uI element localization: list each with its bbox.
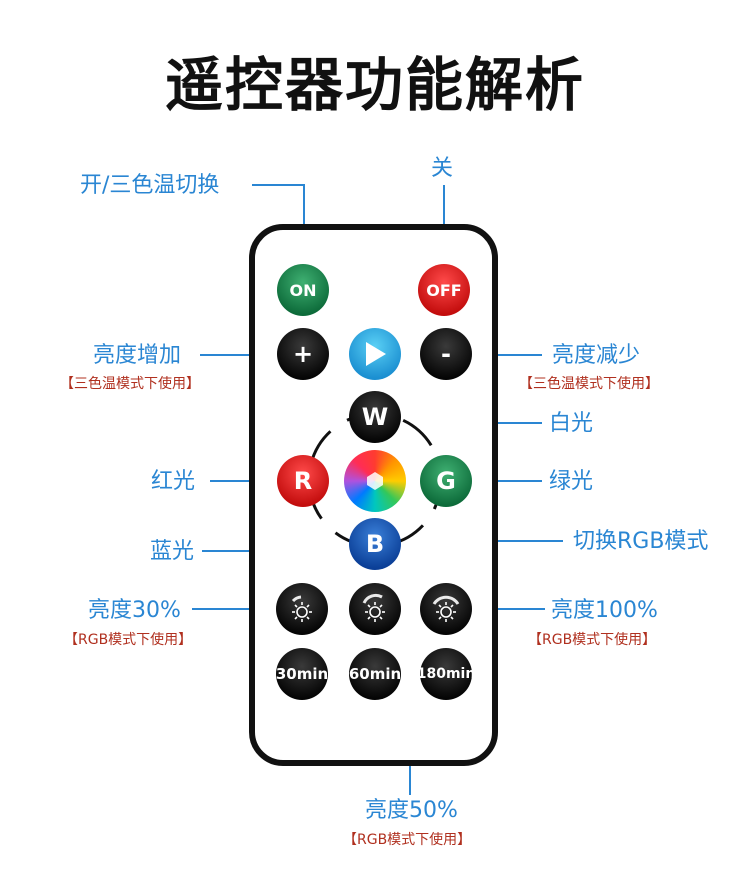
white-button[interactable]: W	[349, 391, 401, 443]
brightness-30-button[interactable]	[276, 583, 328, 635]
label-green: 绿光	[549, 469, 594, 494]
label-blue: 蓝光	[150, 539, 195, 564]
note-brightness-up: 【三色温模式下使用】	[60, 376, 200, 392]
plus-label: +	[292, 340, 314, 368]
blue-button[interactable]: B	[349, 518, 401, 570]
timer-180-button[interactable]: 180min	[417, 648, 475, 700]
off-button-label: OFF	[426, 280, 462, 300]
label-white: 白光	[549, 411, 594, 436]
brightness-down-button[interactable]: -	[420, 328, 472, 380]
brightness-50-button[interactable]	[349, 583, 401, 635]
on-button-label: ON	[289, 280, 317, 300]
timer-30-button[interactable]: 30min	[276, 648, 328, 700]
play-icon	[366, 342, 386, 366]
sun-icon	[362, 593, 385, 622]
note-bright100: 【RGB模式下使用】	[528, 632, 657, 648]
label-red: 红光	[151, 469, 196, 494]
red-button[interactable]: R	[277, 455, 329, 507]
label-bright50: 亮度50%	[365, 798, 458, 823]
page-title: 遥控器功能解析	[164, 51, 585, 119]
label-brightness-up: 亮度增加	[93, 343, 182, 368]
timer-60-label: 60min	[348, 665, 402, 683]
label-rgb-mode: 切换RGB模式	[573, 529, 709, 554]
timer-30-label: 30min	[275, 665, 329, 683]
sun-icon	[291, 595, 312, 622]
label-off: 关	[431, 156, 454, 181]
white-button-label: W	[361, 403, 389, 431]
label-on-toggle: 开/三色温切换	[80, 173, 220, 198]
label-bright30: 亮度30%	[88, 598, 181, 623]
timer-180-label: 180min	[416, 666, 476, 682]
red-button-label: R	[293, 467, 313, 495]
sun-icon	[432, 595, 460, 622]
timer-60-button[interactable]: 60min	[349, 648, 401, 700]
brightness-100-button[interactable]	[420, 583, 472, 635]
green-button-label: G	[436, 467, 456, 495]
blue-button-label: B	[365, 530, 385, 558]
note-bright30: 【RGB模式下使用】	[64, 632, 193, 648]
on-button[interactable]: ON	[277, 264, 329, 316]
label-brightness-down: 亮度减少	[552, 343, 641, 368]
color-wheel-icon	[367, 472, 383, 490]
note-bright50: 【RGB模式下使用】	[343, 832, 472, 848]
label-bright100: 亮度100%	[551, 598, 658, 623]
minus-label: -	[441, 340, 451, 368]
off-button[interactable]: OFF	[418, 264, 470, 316]
brightness-up-button[interactable]: +	[277, 328, 329, 380]
green-button[interactable]: G	[420, 455, 472, 507]
rgb-mode-button[interactable]	[344, 450, 406, 512]
note-brightness-down: 【三色温模式下使用】	[519, 376, 659, 392]
play-button[interactable]	[349, 328, 401, 380]
